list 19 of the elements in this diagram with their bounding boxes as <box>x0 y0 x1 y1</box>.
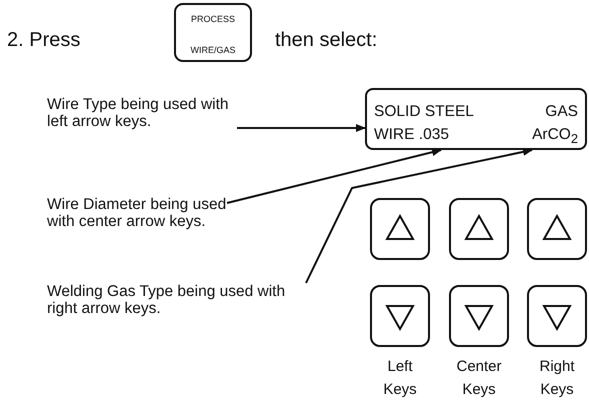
display-text: GAS <box>545 103 578 120</box>
leader-arrow <box>305 148 533 284</box>
callout-text: Wire Type being used with left arrow keys. <box>47 96 237 130</box>
callout-text: Wire Diameter being used with center arrow keys. <box>47 196 227 230</box>
process-key <box>174 3 252 62</box>
step-text: 2. Press <box>7 29 80 52</box>
display-text: WIRE .035 <box>374 126 449 143</box>
key-label: PROCESS <box>190 14 236 24</box>
leader-arrow <box>226 148 442 204</box>
display-text: ArCO$_{2}$ <box>532 126 578 148</box>
key-caption: Right Keys <box>538 357 576 400</box>
key-caption: Center Keys <box>455 357 503 400</box>
lcd-display <box>365 88 587 150</box>
display-text: SOLID STEEL <box>374 103 474 120</box>
callout-text: Welding Gas Type being used with right arrow keys. <box>47 283 309 317</box>
key-label: WIRE/GAS <box>189 45 236 55</box>
step-text: then select: <box>275 29 378 52</box>
key-caption: Left Keys <box>382 357 418 400</box>
leader-arrow <box>237 124 366 132</box>
